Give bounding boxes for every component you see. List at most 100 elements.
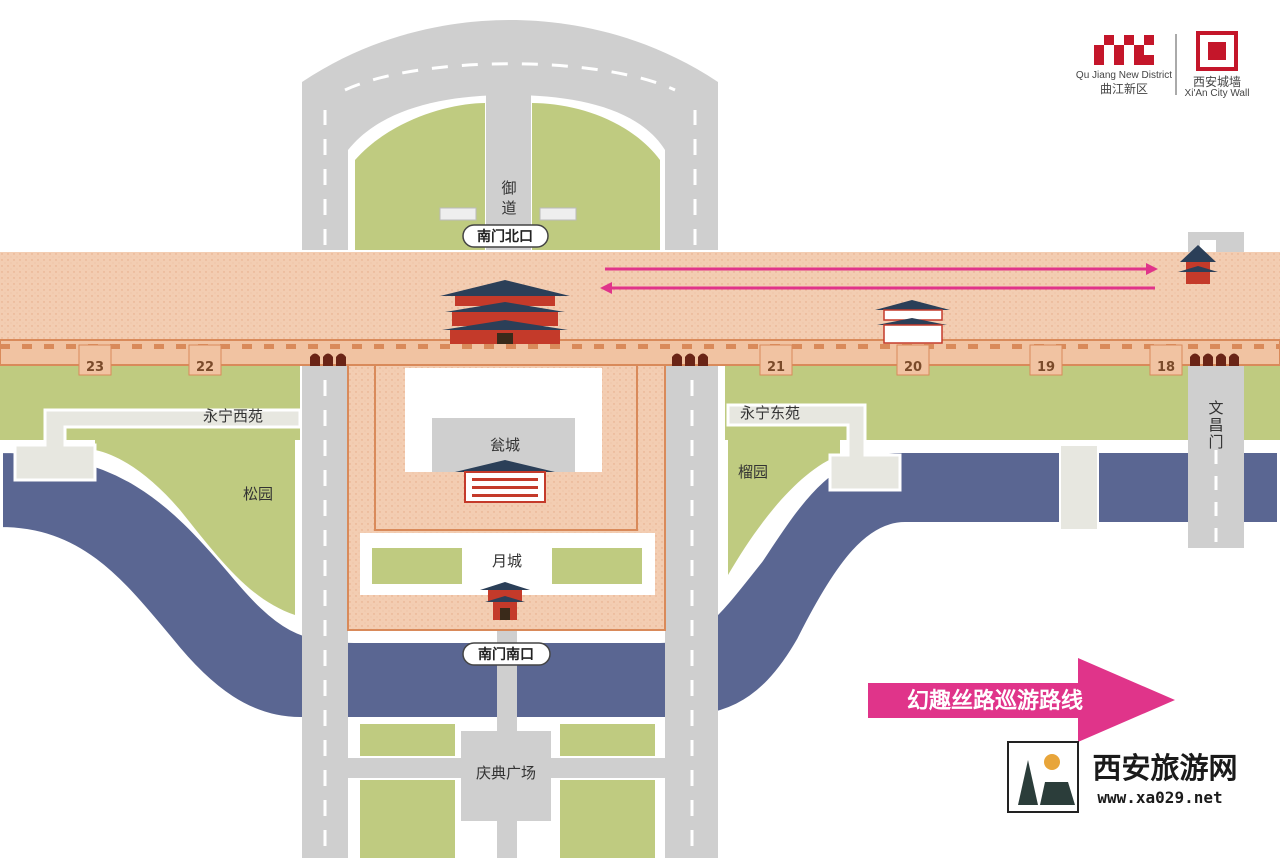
south-exit-road — [497, 625, 517, 735]
gate-arch — [336, 353, 346, 366]
battlement — [1012, 344, 1022, 349]
svg-text:道: 道 — [501, 199, 516, 217]
wenchangmen-north-gap — [1200, 240, 1216, 254]
wall-towers: 23 22 21 20 19 18 — [78, 344, 1183, 376]
battlement — [1276, 344, 1280, 349]
wall-tower-number: 21 — [767, 360, 785, 375]
wall-tower: 21 — [759, 344, 793, 376]
gate-arch — [323, 353, 333, 366]
battlement — [66, 344, 76, 349]
wall-tower-number: 20 — [904, 360, 922, 375]
qingdian-square — [461, 731, 551, 821]
battlement — [330, 344, 340, 349]
yuecheng-lawn-left — [372, 548, 462, 584]
south-exit-road-s — [497, 820, 517, 858]
battlement — [572, 344, 582, 349]
xa029-watermark: 西安旅游网 www.xa029.net — [1007, 741, 1238, 813]
yudao-base-left — [439, 207, 477, 221]
south-exit-pill: 南门南口 — [462, 642, 551, 666]
battlement — [968, 344, 978, 349]
svg-text:幻趣丝路巡游路线: 幻趣丝路巡游路线 — [907, 688, 1083, 714]
bridge-east — [1059, 444, 1099, 531]
svg-text:西安旅游网: 西安旅游网 — [1092, 751, 1237, 785]
battlement — [1232, 344, 1242, 349]
south-lawn-3 — [360, 780, 455, 858]
liuyuan-park — [728, 430, 840, 575]
gate-arch — [698, 353, 708, 366]
battlement — [418, 344, 428, 349]
corner-pavilion-icon — [1178, 245, 1218, 284]
wall-tower: 23 — [78, 344, 112, 376]
svg-text:西安城墙: 西安城墙 — [1193, 74, 1241, 89]
svg-text:南门南口: 南门南口 — [478, 646, 534, 663]
yudao-label: 御 道 — [501, 179, 516, 217]
yudao-road — [486, 95, 531, 250]
battlement — [880, 344, 890, 349]
battlement — [484, 344, 494, 349]
zhalou-tower-icon — [480, 582, 530, 620]
battlement — [638, 344, 648, 349]
battlement — [22, 344, 32, 349]
battlement — [154, 344, 164, 349]
songyuan-label: 松园 — [243, 485, 273, 503]
wall-tower: 22 — [188, 344, 222, 376]
avenue-dashes — [323, 380, 694, 850]
kuixing-tower-icon — [875, 300, 950, 344]
battlement — [946, 344, 956, 349]
route-legend: 幻趣丝路巡游路线 — [868, 658, 1175, 742]
battlement — [1254, 344, 1264, 349]
yongning-east-path — [726, 403, 902, 492]
battlement — [1188, 344, 1198, 349]
battlement — [220, 344, 230, 349]
wall-tower-base — [759, 344, 793, 376]
battlement — [462, 344, 472, 349]
battlement — [1078, 344, 1088, 349]
parade-route-arrows — [600, 263, 1158, 294]
battlement — [308, 344, 318, 349]
battlement — [726, 344, 736, 349]
wall-tower: 18 — [1149, 344, 1183, 376]
yongning-west-path — [13, 408, 302, 482]
wall-tower-base — [78, 344, 112, 376]
battlement — [374, 344, 384, 349]
wall-tower-number: 18 — [1157, 360, 1175, 375]
yongning-east-label: 永宁东苑 — [740, 404, 800, 422]
svg-text:昌: 昌 — [1208, 416, 1223, 434]
east-park-band — [725, 365, 1280, 440]
liuyuan-label: 榴园 — [738, 463, 768, 481]
svg-text:御: 御 — [501, 179, 516, 197]
wall-tower-base — [1149, 344, 1183, 376]
yongning-west-label: 永宁西苑 — [203, 407, 263, 425]
south-lawn-4 — [560, 780, 655, 858]
svg-text:Qu Jiang New District: Qu Jiang New District — [1076, 70, 1172, 81]
gate-arch — [1216, 353, 1226, 366]
battlement — [990, 344, 1000, 349]
battlement — [44, 344, 54, 349]
battlement — [836, 344, 846, 349]
battlement — [1210, 344, 1220, 349]
gate-arches — [310, 353, 1239, 366]
battlement — [440, 344, 450, 349]
battlement — [1144, 344, 1154, 349]
svg-text:南门北口: 南门北口 — [477, 228, 533, 245]
yudao-base-right — [539, 207, 577, 221]
north-exit-pill: 南门北口 — [462, 224, 549, 248]
gate-arch — [685, 353, 695, 366]
svg-text:曲江新区: 曲江新区 — [1100, 81, 1148, 96]
battlement — [506, 344, 516, 349]
qujiang-logo: Qu Jiang New District 曲江新区 — [1076, 35, 1172, 96]
svg-text:Xi'An City Wall: Xi'An City Wall — [1185, 88, 1250, 99]
battlement — [1122, 344, 1132, 349]
battlement — [0, 344, 10, 349]
north-road-dashes — [323, 62, 697, 245]
battlement — [286, 344, 296, 349]
battlement — [352, 344, 362, 349]
city-wall — [0, 252, 1280, 345]
battlement — [594, 344, 604, 349]
svg-text:www.xa029.net: www.xa029.net — [1097, 788, 1222, 807]
gate-arch — [1203, 353, 1213, 366]
battlement — [396, 344, 406, 349]
battlement — [242, 344, 252, 349]
wall-tower-number: 19 — [1037, 360, 1055, 375]
qingdian-square-label: 庆典广场 — [476, 764, 536, 782]
